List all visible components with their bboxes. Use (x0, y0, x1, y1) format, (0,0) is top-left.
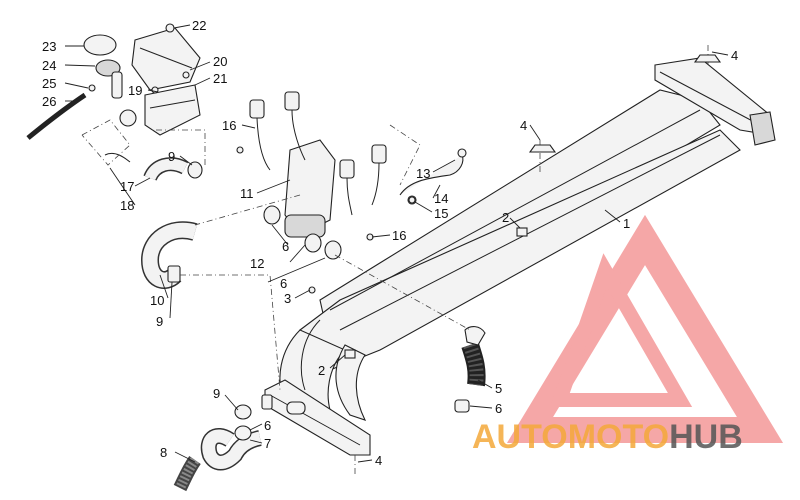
hose-10-part (140, 221, 198, 289)
callout-5: 5 (495, 381, 502, 396)
watermark-logo-icon (506, 214, 784, 443)
callout-22: 22 (192, 18, 206, 33)
callout-2: 2 (318, 363, 325, 378)
watermark-hub: HUB (669, 418, 743, 456)
callout-17: 17 (120, 179, 134, 194)
watermark-moto: MOTO (568, 418, 669, 456)
callout-9: 9 (156, 314, 163, 329)
tube-26-part (26, 92, 87, 140)
hose-17-part (143, 157, 203, 182)
callout-4: 4 (731, 48, 738, 63)
callout-4: 4 (375, 453, 382, 468)
coolant-tank-part (131, 27, 201, 136)
temperature-sensors-part (249, 91, 387, 216)
hose-14-part (399, 148, 467, 205)
callout-7: 7 (264, 436, 271, 451)
callout-20: 20 (213, 54, 227, 69)
svg-text:AUTOMOTOHUB: AUTOMOTOHUB (472, 418, 743, 456)
callout-6: 6 (495, 401, 502, 416)
watermark-text: AUTOMOTOHUB (472, 418, 743, 456)
callout-19: 19 (128, 83, 142, 98)
callout-16: 16 (222, 118, 236, 133)
leader-lines (64, 24, 729, 463)
callout-21: 21 (213, 71, 227, 86)
callout-labels: 1 2 2 3 4 4 4 5 6 6 6 6 7 8 9 9 9 10 11 … (42, 18, 738, 468)
callout-2: 2 (502, 210, 509, 225)
callout-10: 10 (150, 293, 164, 308)
callout-9: 9 (213, 386, 220, 401)
callout-26: 26 (42, 94, 56, 109)
hose-5-part (454, 326, 486, 413)
hardware-bolts (151, 23, 722, 359)
callout-13: 13 (416, 166, 430, 181)
tunnel-rail-part (279, 89, 741, 421)
callout-18: 18 (120, 198, 134, 213)
callout-4: 4 (520, 118, 527, 133)
callout-25: 25 (42, 76, 56, 91)
callout-14: 14 (434, 191, 448, 206)
callout-24: 24 (42, 58, 56, 73)
callout-15: 15 (434, 206, 448, 221)
overflow-tube-part (104, 152, 131, 163)
radiator-cap-part (83, 34, 137, 127)
callout-23: 23 (42, 39, 56, 54)
callout-12: 12 (250, 256, 264, 271)
callout-3: 3 (284, 291, 291, 306)
callout-11: 11 (240, 186, 254, 201)
callout-16: 16 (392, 228, 406, 243)
callout-6: 6 (280, 276, 287, 291)
callout-6: 6 (264, 418, 271, 433)
rear-crossbar-part (654, 57, 776, 146)
watermark-auto: AUTO (472, 418, 568, 456)
lower-hose-part (173, 394, 306, 492)
callout-9: 9 (168, 149, 175, 164)
connector-bracket-part (263, 139, 342, 260)
callout-6: 6 (282, 239, 289, 254)
callout-8: 8 (160, 445, 167, 460)
callout-1: 1 (623, 216, 630, 231)
